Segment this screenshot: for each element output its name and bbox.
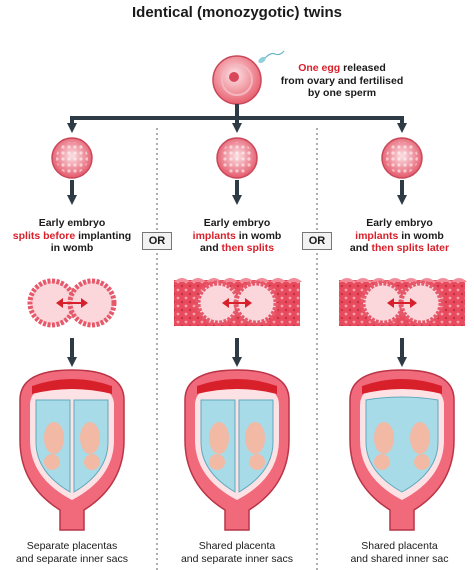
implanted-embryo-col3	[339, 278, 467, 326]
egg-line1-rest: released	[340, 62, 386, 74]
embryo-col1	[51, 137, 93, 179]
col2-line3-pre: and	[199, 242, 222, 254]
branch-connector	[67, 104, 407, 133]
splitting-embryo-col1	[27, 278, 117, 328]
arrows-to-text	[67, 180, 407, 205]
col3-caption-line2: and shared inner sac	[350, 552, 449, 565]
col1-line2-rest: implanting	[75, 229, 132, 242]
diagram-title: Identical (monozygotic) twins	[131, 4, 342, 21]
womb-col1	[19, 369, 125, 531]
column-2-text: Early embryo implants in womb and then s…	[167, 217, 307, 255]
col2-line2-rest: in womb	[235, 229, 282, 242]
womb-col2	[184, 369, 290, 531]
column-1-text: Early embryo splits before implanting in…	[2, 217, 142, 255]
col1-line3-rest: in womb	[50, 242, 94, 254]
embryo-col3	[381, 137, 423, 179]
egg-caption: One egg released from ovary and fertilis…	[262, 62, 422, 100]
egg-highlight: One egg	[298, 62, 341, 74]
arrows-to-wombs	[67, 338, 407, 367]
col3-caption-line1: Shared placenta	[361, 540, 438, 552]
col1-caption-line1: Separate placentas	[26, 540, 118, 552]
implanted-embryo-col2	[174, 278, 302, 326]
col1-caption-line2: and separate inner sacs	[15, 552, 129, 565]
column-2-caption: Shared placenta and separate inner sacs	[167, 540, 307, 565]
col2-line3-red: then splits	[221, 242, 275, 254]
col2-line2-red: implants	[192, 229, 236, 242]
col3-line3-pre: and	[349, 242, 372, 254]
or-label-2: OR	[302, 232, 332, 250]
col2-caption-line2: and separate inner sacs	[180, 552, 294, 565]
column-3-caption: Shared placenta and shared inner sac	[327, 540, 472, 565]
egg-line2: from ovary and fertilised	[280, 74, 404, 87]
womb-col3	[349, 369, 455, 531]
or-label-1: OR	[142, 232, 172, 250]
col2-caption-line1: Shared placenta	[198, 540, 276, 552]
column-1-caption: Separate placentas and separate inner sa…	[2, 540, 142, 565]
col3-line3-red: then splits later	[371, 242, 450, 254]
embryo-col2	[216, 137, 258, 179]
col2-line1: Early embryo	[203, 217, 271, 229]
col3-line1: Early embryo	[366, 217, 433, 229]
egg-line3: by one sperm	[307, 87, 377, 99]
col3-line2-rest: in womb	[398, 229, 444, 242]
column-3-text: Early embryo implants in womb and then s…	[327, 217, 472, 255]
col1-line1: Early embryo	[38, 217, 106, 229]
col1-line2-red: splits before	[12, 229, 76, 242]
col3-line2-red: implants	[355, 229, 399, 242]
column-separators	[156, 128, 318, 570]
